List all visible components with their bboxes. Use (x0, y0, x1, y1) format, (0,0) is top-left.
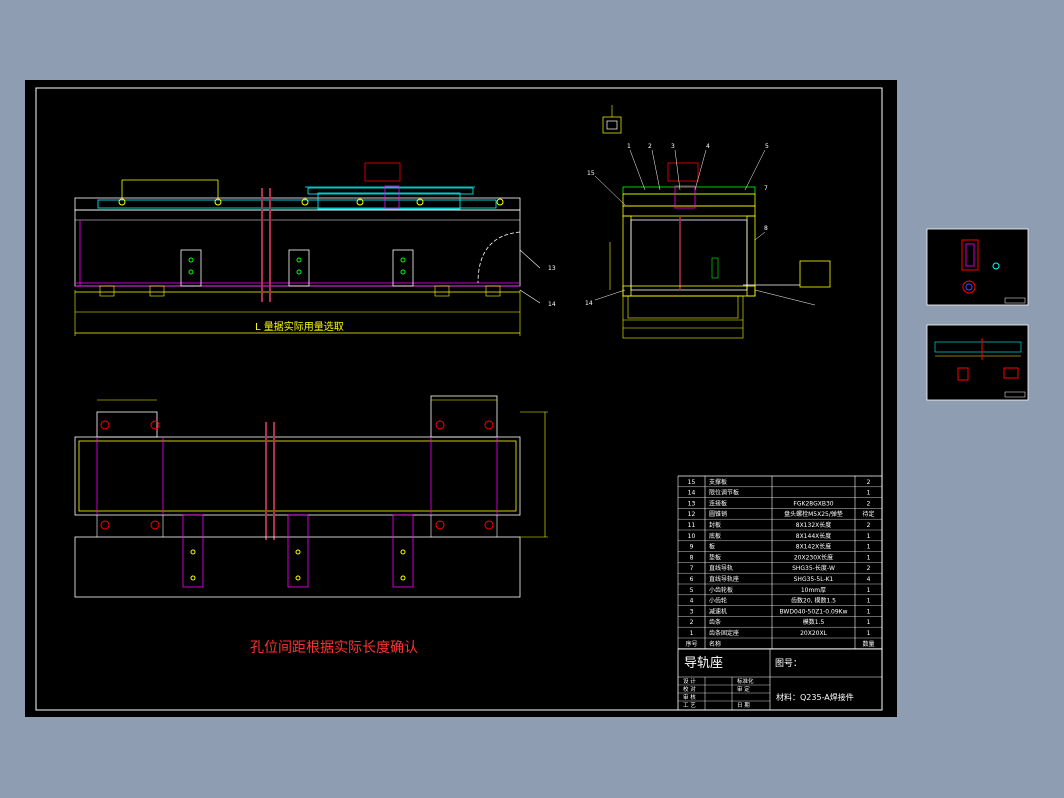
side-callouts: 15 14 7 8 13 14 (548, 170, 768, 308)
bom-cell-name: 垫板 (709, 553, 721, 561)
bom-cell-no: 8 (690, 554, 694, 561)
bom-cell-name: 板 (709, 543, 715, 551)
bom-cell-no: 1 (690, 630, 694, 637)
svg-text:7: 7 (764, 185, 768, 192)
bom-cell-qty: 2 (867, 565, 871, 572)
bom-cell-name: 圆锥销 (709, 510, 727, 518)
svg-text:审 核: 审 核 (683, 693, 696, 701)
top-view (74, 395, 548, 598)
bom-cell-name: 限位调节板 (709, 489, 739, 497)
bom-cell-qty: 待定 (862, 510, 874, 518)
svg-text:15: 15 (587, 170, 595, 177)
bom-cell-spec: 8X144X长度 (796, 532, 832, 540)
svg-text:14: 14 (585, 300, 593, 307)
bom-cell-spec: SHG35-5L-K1 (794, 576, 834, 583)
title-block-drawing-no: 图号： (775, 658, 802, 669)
bom-cell-qty: 1 (867, 608, 871, 615)
bom-cell-no: 15 (688, 479, 696, 486)
bom-cell-qty: 1 (867, 587, 871, 594)
bom-cell-qty: 1 (867, 598, 871, 605)
svg-text:14: 14 (548, 301, 556, 308)
bom-cell-spec: 8X132X长度 (796, 521, 832, 529)
drawing-border (35, 87, 883, 711)
bom-cell-no: 14 (688, 490, 696, 497)
svg-text:2: 2 (648, 143, 652, 150)
svg-text:标准化: 标准化 (737, 677, 754, 685)
bom-cell-name: 减速机 (709, 607, 727, 615)
bom-cell-name: 直线导轨座 (709, 575, 739, 583)
bom-cell-spec: 20X20XL (800, 630, 827, 637)
bom-cell-no: 2 (690, 619, 694, 626)
bom-cell-no: 11 (688, 522, 696, 529)
thumbnail-2[interactable] (926, 324, 1029, 401)
bom-cell-qty: 1 (867, 630, 871, 637)
svg-text:3: 3 (671, 143, 675, 150)
svg-text:校 对: 校 对 (683, 685, 696, 693)
bom-cell-spec: 10mm厚 (801, 587, 826, 594)
bom-cell-no: 10 (688, 533, 696, 540)
bom-cell-qty: 2 (867, 500, 871, 507)
bom-cell-name: 齿条 (709, 618, 721, 626)
bom-cell-name: 小齿轮 (709, 597, 727, 605)
bom-cell-qty: 2 (867, 479, 871, 486)
bom-cell-no: 7 (690, 565, 694, 572)
svg-text:8: 8 (764, 225, 768, 232)
svg-text:日 期: 日 期 (737, 702, 750, 709)
bom-cell-qty: 1 (867, 533, 871, 540)
bom-cell-name: 封板 (709, 521, 721, 529)
bom-cell-qty: 1 (867, 490, 871, 497)
bom-header-qty: 数量 (862, 640, 874, 648)
bom-cell-no: 12 (688, 511, 696, 518)
title-block-material: 材料：Q235-A焊接件 (776, 692, 854, 702)
bom-cell-qty: 1 (867, 554, 871, 561)
bom-cell-spec: 20X230X长度 (794, 553, 833, 561)
title-block-roles: 设 计 校 对 审 核 工 艺 标准化 审 定 日 期 (683, 677, 754, 709)
top-callouts: 1 2 3 4 5 (627, 143, 769, 150)
bom-cell-spec: 盘头螺栓M5X25/弹垫 (784, 510, 843, 518)
svg-text:工 艺: 工 艺 (683, 702, 696, 709)
bom-cell-name: 底板 (709, 532, 721, 540)
bom-cell-spec: 模数1.5 (803, 618, 825, 626)
title-block-name: 导轨座 (684, 656, 723, 671)
svg-text:审 定: 审 定 (737, 685, 750, 693)
bom-cell-qty: 1 (867, 619, 871, 626)
title-block (677, 648, 883, 711)
bom-cell-qty: 2 (867, 522, 871, 529)
bom-cell-no: 3 (690, 608, 694, 615)
svg-text:13: 13 (548, 265, 556, 272)
bom-header-name: 名称 (709, 640, 721, 648)
length-note: L 量据实际用量选取 (255, 320, 344, 333)
bom-cell-qty: 4 (867, 576, 871, 583)
bom-cell-no: 9 (690, 544, 694, 551)
bom-cell-spec: SHG35-长度-W (792, 564, 835, 572)
bom-cell-spec: FGK28GXB30 (793, 500, 833, 507)
bom-cell-name: 小齿轮板 (709, 586, 733, 594)
bom-cell-no: 13 (688, 500, 696, 507)
bom-cell-name: 连接板 (709, 499, 727, 507)
svg-text:5: 5 (765, 143, 769, 150)
red-note: 孔位间距根据实际长度确认 (250, 640, 418, 656)
thumbnail-1[interactable] (926, 228, 1029, 306)
bom-cell-name: 直线导轨 (709, 564, 733, 572)
bom-cell-name: 齿条固定座 (709, 629, 739, 637)
svg-text:1: 1 (627, 143, 631, 150)
bom-cell-spec: BWD040-50Z1-0.09Kw (779, 608, 847, 615)
bom-cell-spec: 齿数20, 模数1.5 (791, 597, 836, 605)
bom-cell-no: 5 (690, 587, 694, 594)
bom-cell-spec: 8X142X长度 (796, 543, 832, 551)
bom-cell-no: 6 (690, 576, 694, 583)
svg-text:设 计: 设 计 (683, 677, 696, 685)
bom-cell-name: 支撑板 (709, 478, 727, 486)
bom-cell-qty: 1 (867, 544, 871, 551)
side-view (594, 105, 831, 339)
bom-cell-no: 4 (690, 598, 694, 605)
drawing-sheet (25, 80, 897, 717)
bom-header-no: 序号 (685, 640, 697, 648)
svg-text:4: 4 (706, 143, 710, 150)
front-view (74, 162, 541, 336)
